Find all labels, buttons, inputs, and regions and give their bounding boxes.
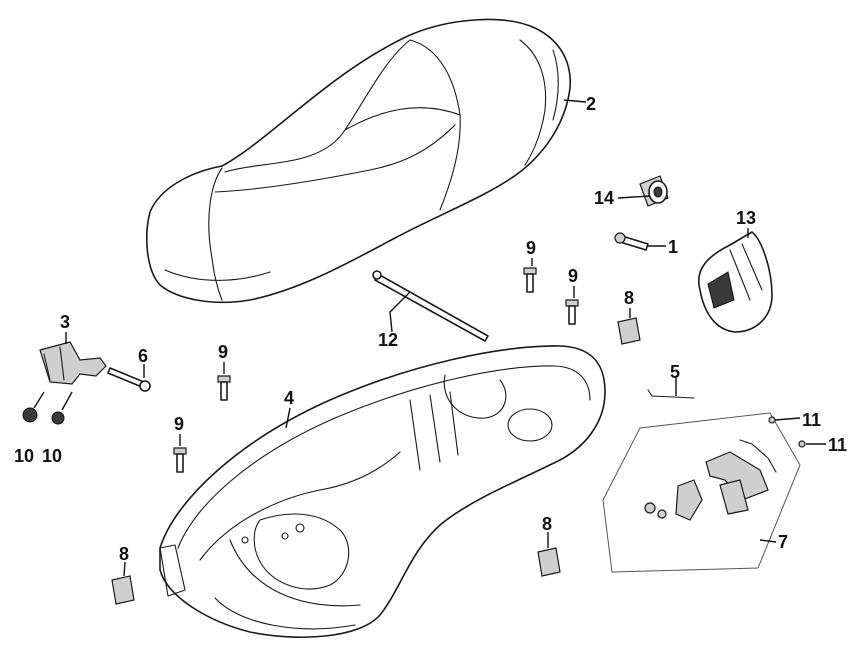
seat-drawing — [146, 18, 571, 304]
callout-10a: 10 — [14, 446, 34, 466]
callout-10b: 10 — [42, 446, 62, 466]
luggage-box-drawing — [159, 345, 606, 638]
callout-8c: 8 — [119, 544, 129, 564]
seat-support-rod-drawing — [372, 270, 489, 342]
callout-11b: 11 — [828, 435, 847, 455]
latch-rod-drawing — [647, 389, 695, 399]
bracket-bolt-drawing — [107, 367, 151, 392]
callout-7: 6 — [138, 346, 148, 366]
callout-5: 5 — [670, 362, 680, 382]
callout-14: 14 — [594, 188, 614, 208]
callout-11a: 11 — [802, 410, 821, 430]
callout-9b: 9 — [568, 266, 578, 286]
hinge-cover-drawing — [697, 231, 773, 333]
callout-4: 7 — [778, 532, 788, 552]
seat-lock-bracket-drawing — [39, 341, 107, 385]
callout-1: 1 — [668, 237, 678, 257]
flange-bolt-drawings — [173, 267, 579, 473]
leader-lines — [65, 99, 826, 577]
callout-2: 2 — [586, 94, 596, 114]
callout-3: 3 — [60, 312, 70, 332]
callout-9a: 9 — [526, 238, 536, 258]
callout-9c: 9 — [218, 342, 228, 362]
rubber-bushing-drawing — [639, 175, 669, 207]
nut-drawings — [22, 391, 73, 425]
latch-assembly-kit-drawing — [602, 412, 801, 573]
callout-13: 13 — [736, 208, 756, 228]
callout-labels: 2 1 14 13 9 9 8 5 3 6 9 9 4 12 10 10 8 8… — [14, 94, 847, 564]
callout-6: 4 — [284, 388, 294, 408]
hinge-bolt-drawing — [614, 232, 649, 251]
clip-nut-drawings — [111, 317, 641, 605]
callout-12: 12 — [378, 330, 398, 350]
callout-9d: 9 — [174, 414, 184, 434]
callout-8a: 8 — [624, 288, 634, 308]
callout-8b: 8 — [542, 514, 552, 534]
